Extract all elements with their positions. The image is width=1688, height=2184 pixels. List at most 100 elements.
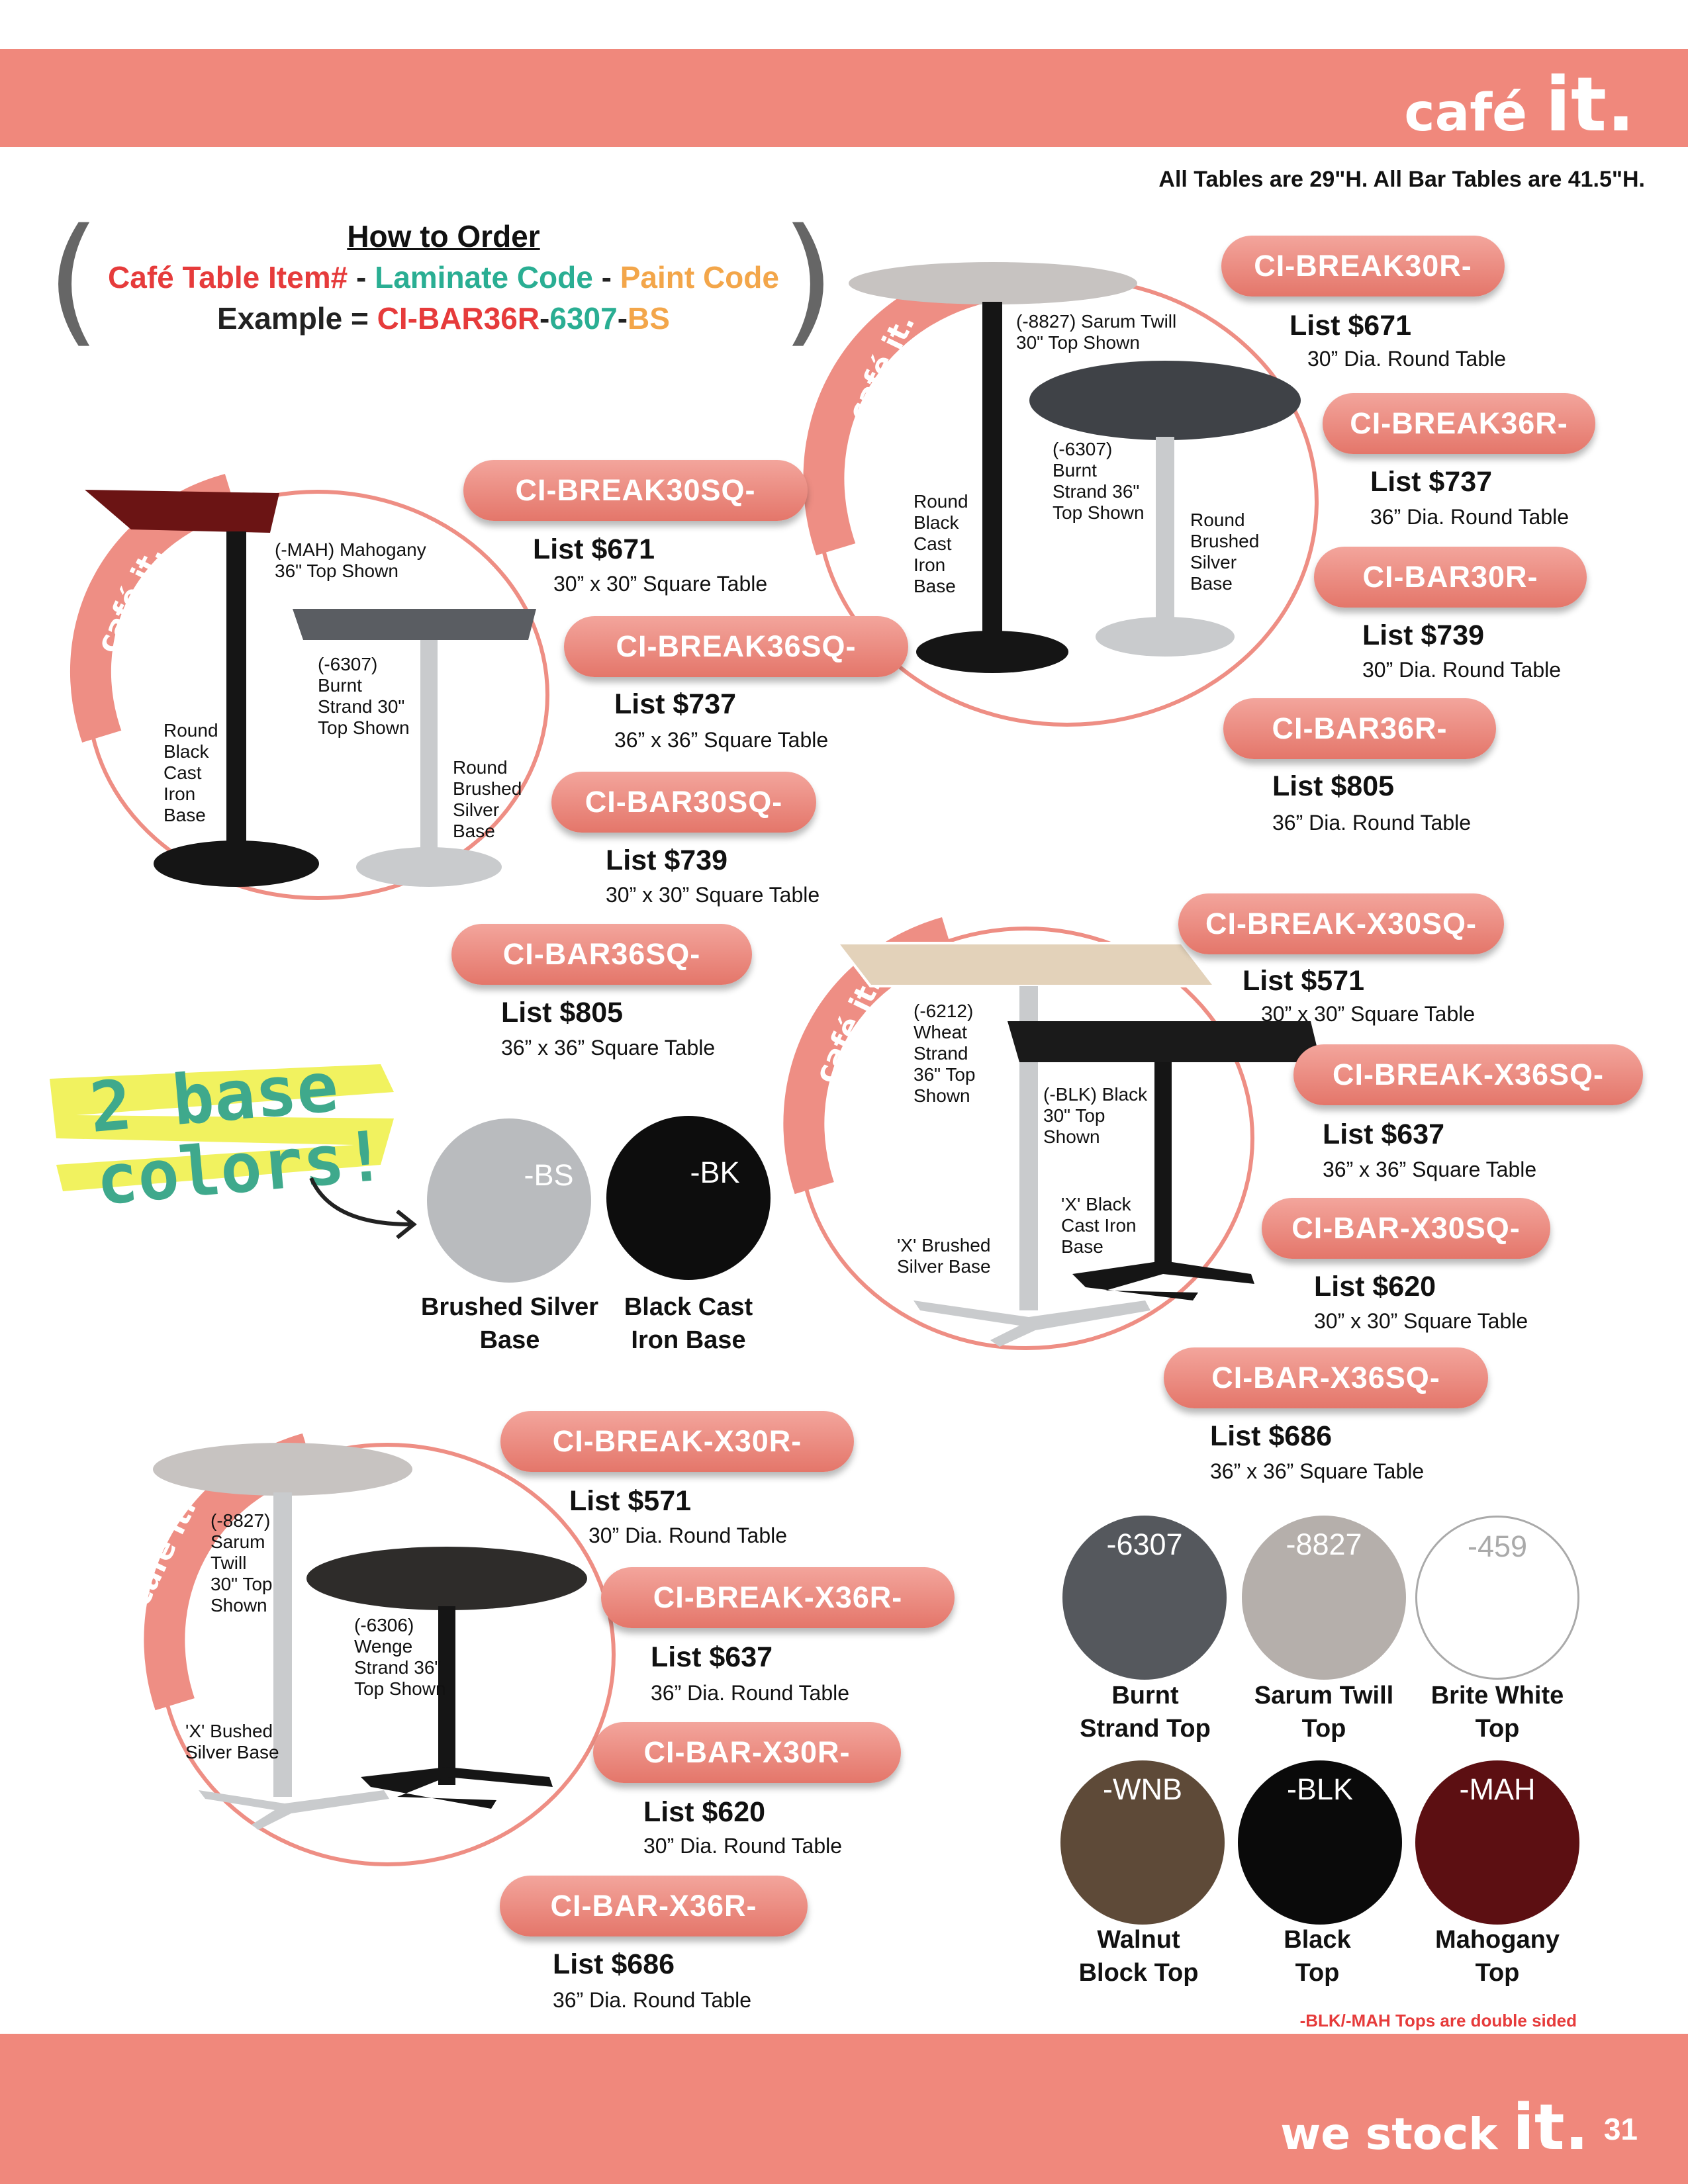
table-top-wheat-strand <box>834 942 1218 987</box>
example-dash: - <box>539 301 550 336</box>
product-price: List $571 <box>569 1485 692 1517</box>
swatch-code: -BS <box>524 1158 574 1192</box>
callout-top2: (-6307) Burnt Strand 30" Top Shown <box>318 654 410 738</box>
product-price: List $620 <box>1314 1271 1436 1302</box>
example-paint: BS <box>628 301 670 336</box>
swatch-label: Sarum Twill Top <box>1254 1682 1394 1743</box>
open-bracket: ( <box>46 199 101 361</box>
swatch-label: Walnut Block Top <box>1078 1926 1199 1987</box>
product-desc: 36” Dia. Round Table <box>1272 811 1472 835</box>
product-desc: 30” x 30” Square Table <box>606 883 820 907</box>
swatch-label: Black Top <box>1284 1926 1351 1987</box>
swatch-code: -6307 <box>1106 1527 1183 1561</box>
swatch-code: -BK <box>690 1156 740 1189</box>
callout-top1: (-8827) Sarum Twill 30" Top Shown <box>211 1510 273 1615</box>
swatch-burnt-strand: -6307 <box>1062 1516 1227 1680</box>
how-to-order-title: How to Order <box>347 219 540 253</box>
product-desc: 30” Dia. Round Table <box>643 1834 843 1858</box>
callout-top2: (-BLK) Black 30" Top Shown <box>1043 1084 1148 1147</box>
product-desc: 30” x 30” Square Table <box>1314 1309 1528 1333</box>
product-desc: 36” x 36” Square Table <box>614 728 829 752</box>
product-price: List $686 <box>1210 1420 1333 1452</box>
product-code-pill[interactable]: CI-BREAK-X30SQ- <box>1178 893 1504 954</box>
product-desc: 36” Dia. Round Table <box>1370 505 1570 529</box>
product-code-pill[interactable]: CI-BAR-X36R- <box>500 1876 808 1936</box>
footer-text: we stock <box>1280 2109 1498 2160</box>
product-desc: 36” x 36” Square Table <box>1210 1459 1425 1483</box>
callout-base2: 'X' Brushed Silver Base <box>897 1235 991 1277</box>
swatch-code: -8827 <box>1286 1527 1362 1561</box>
product-code-pill[interactable]: CI-BAR-X30R- <box>593 1722 901 1783</box>
example-laminate: 6307 <box>549 301 618 336</box>
swatch-black: -BLK <box>1238 1760 1402 1925</box>
product-desc: 30” x 30” Square Table <box>553 572 768 596</box>
product-code-pill[interactable]: CI-BAR30SQ- <box>551 772 816 833</box>
table-column-black <box>226 531 246 849</box>
product-desc: 36” x 36” Square Table <box>1323 1158 1537 1181</box>
callout-top1: (-MAH) Mahogany 36" Top Shown <box>275 539 426 581</box>
header-band <box>0 49 1688 147</box>
order-format-segment: Café Table Item# <box>108 260 348 295</box>
x-base-black <box>361 1767 553 1809</box>
product-code-pill[interactable]: CI-BREAK-X36R- <box>601 1567 955 1628</box>
product-code-pill[interactable]: CI-BAR36R- <box>1223 698 1496 759</box>
x-square-tables-drawing <box>834 942 1321 1347</box>
example-label: Example = <box>217 301 377 336</box>
order-format-segment: Paint Code <box>620 260 779 295</box>
product-code-pill[interactable]: CI-BREAK36SQ- <box>564 616 908 677</box>
table-top-burnt-strand <box>1029 361 1301 440</box>
product-price: List $637 <box>1323 1118 1445 1150</box>
height-note: All Tables are 29"H. All Bar Tables are … <box>1158 167 1645 192</box>
table-base-silver <box>356 847 502 887</box>
table-base-silver <box>1096 617 1235 657</box>
product-desc: 30” Dia. Round Table <box>588 1524 788 1547</box>
product-desc: 36” Dia. Round Table <box>651 1681 850 1705</box>
product-code-pill[interactable]: CI-BREAK-X30R- <box>500 1411 854 1472</box>
table-top-sarum-twill <box>153 1443 412 1496</box>
product-code-pill[interactable]: CI-BREAK36R- <box>1323 393 1595 454</box>
swatch-label: Black Cast Iron Base <box>624 1293 753 1354</box>
product-code-pill[interactable]: CI-BAR30R- <box>1314 547 1587 608</box>
callout-base: 'X' Bushed Silver Base <box>185 1721 279 1762</box>
product-price: List $637 <box>651 1641 773 1673</box>
swatch-code: -459 <box>1467 1529 1528 1563</box>
product-price: List $671 <box>533 533 655 565</box>
order-format-line: Café Table Item# - Laminate Code - Paint… <box>79 259 808 295</box>
swatch-code: -BLK <box>1286 1772 1354 1806</box>
x-round-tables-drawing <box>153 1443 587 1830</box>
table-base-black <box>154 841 319 887</box>
swatch-label: Brite White Top <box>1430 1682 1564 1743</box>
table-column-black <box>1154 1062 1172 1274</box>
product-price: List $739 <box>606 844 728 876</box>
pointer-arrow-icon <box>309 1177 417 1240</box>
square-tables-drawing <box>85 490 536 887</box>
product-code-pill[interactable]: CI-BAR-X36SQ- <box>1164 1347 1488 1408</box>
table-top-black <box>1008 1021 1321 1062</box>
product-code-pill[interactable]: CI-BREAK30SQ- <box>463 460 808 521</box>
swatch-brushed-silver: -BS <box>427 1118 591 1283</box>
table-top-mahogany <box>85 490 279 533</box>
callout-base1: 'X' Black Cast Iron Base <box>1061 1194 1137 1257</box>
swatch-sarum-twill: -8827 <box>1242 1516 1406 1680</box>
example-dash: - <box>617 301 628 336</box>
swatch-brite-white: -459 <box>1415 1516 1579 1680</box>
product-desc: 36” Dia. Round Table <box>553 1988 752 2012</box>
x-base-black <box>1072 1261 1254 1300</box>
product-desc: 30” x 30” Square Table <box>1261 1002 1476 1026</box>
brand-it: it. <box>1545 61 1635 148</box>
product-code-pill[interactable]: CI-BREAK-X36SQ- <box>1293 1044 1643 1105</box>
order-example-line: Example = CI-BAR36R-6307-BS <box>79 300 808 336</box>
product-price: List $686 <box>553 1948 675 1980</box>
product-price: List $805 <box>501 997 624 1028</box>
product-code-pill[interactable]: CI-BAR-X30SQ- <box>1262 1198 1550 1259</box>
product-code-pill[interactable]: CI-BAR36SQ- <box>451 924 752 985</box>
product-code-pill[interactable]: CI-BREAK30R- <box>1221 236 1505 296</box>
swatch-code: -WNB <box>1103 1772 1182 1806</box>
product-price: List $620 <box>643 1796 766 1828</box>
order-format-segment: Laminate Code <box>375 260 593 295</box>
product-price: List $737 <box>614 688 737 720</box>
product-desc: 30” Dia. Round Table <box>1362 658 1562 682</box>
product-desc: 30” Dia. Round Table <box>1307 347 1507 371</box>
footer-brand: we stock it. <box>1280 2090 1589 2164</box>
swatch-mahogany: -MAH <box>1415 1760 1579 1925</box>
